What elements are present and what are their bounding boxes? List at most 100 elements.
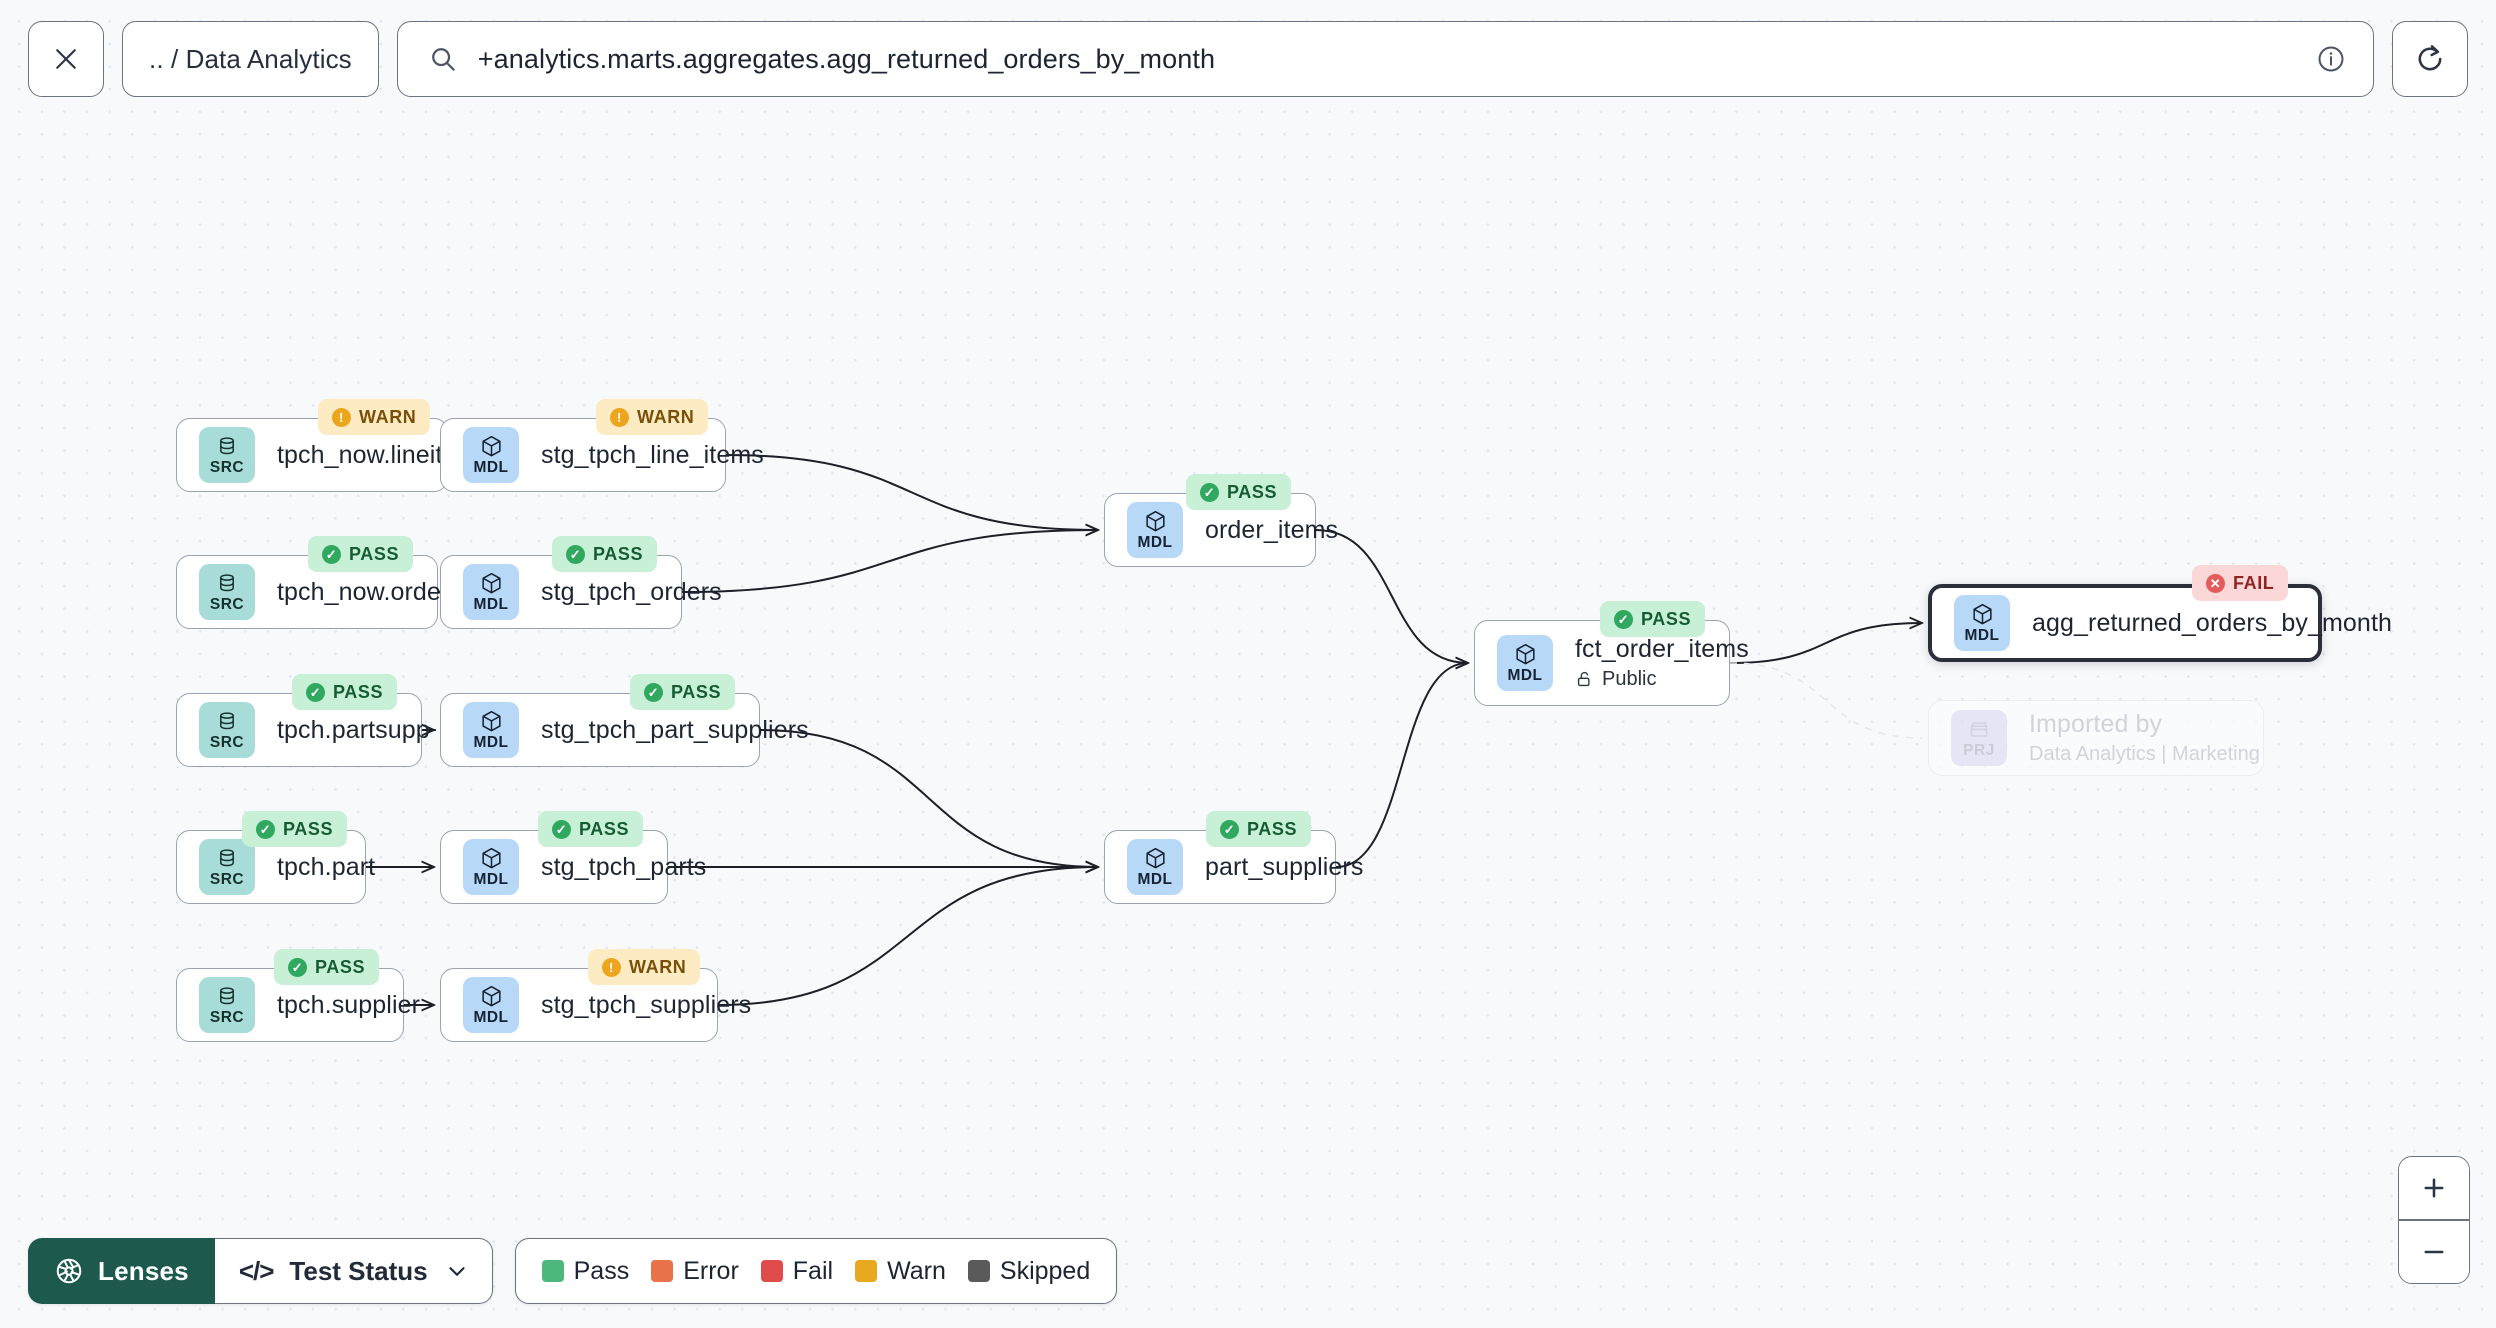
status-badge-tpch_partsupp: ✓PASS xyxy=(292,674,398,710)
node-title: tpch_now.lineitem xyxy=(277,440,478,469)
info-icon[interactable] xyxy=(2315,43,2347,75)
status-badge-label: WARN xyxy=(629,956,687,977)
node-type-label: MDL xyxy=(473,734,509,752)
status-badge-stg_tpch_line_items: !WARN xyxy=(596,399,709,435)
node-title: Imported by xyxy=(2029,710,2163,738)
status-dot-icon: ✓ xyxy=(322,544,341,564)
node-text: stg_tpch_suppliers xyxy=(541,991,751,1020)
cube-icon xyxy=(1145,511,1165,532)
status-dot-icon: ✓ xyxy=(1614,609,1633,629)
unlock-icon xyxy=(1577,671,1590,687)
lenses-label: Lenses xyxy=(98,1255,189,1286)
lens-select[interactable]: </> Test Status xyxy=(214,1238,493,1304)
node-text: part_suppliers xyxy=(1205,853,1363,882)
node-type-chip: MDL xyxy=(463,702,519,758)
cube-icon xyxy=(1145,848,1165,869)
edge-fct_order_items-to-agg_returned_orders_by_month xyxy=(1729,623,1922,664)
close-icon xyxy=(56,49,76,69)
node-text: stg_tpch_parts xyxy=(541,852,707,882)
legend-item-pass[interactable]: Pass xyxy=(541,1257,629,1286)
node-title: tpch.part xyxy=(277,852,376,881)
node-text: order_items xyxy=(1205,515,1339,545)
status-badge-tpch_part: ✓ PASS xyxy=(242,811,348,847)
node-title: stg_tpch_parts xyxy=(541,852,707,881)
node-type-label: MDL xyxy=(473,871,509,889)
status-badge-fct_order_items: ✓ PASS xyxy=(1600,601,1706,637)
edge-stg_tpch_line_items-to-order_items xyxy=(725,454,1098,530)
legend-item-skipped[interactable]: Skipped xyxy=(967,1256,1091,1286)
zoom-out-button[interactable] xyxy=(2399,1221,2469,1283)
status-badge-tpch_supplier: ✓PASS xyxy=(274,949,380,985)
status-dot-icon: ! xyxy=(332,407,351,427)
legend-label: Skipped xyxy=(999,1256,1091,1285)
node-type-chip: SRC xyxy=(199,702,255,758)
database-icon xyxy=(220,437,234,455)
status-badge-agg_returned_orders_by_month: ✕FAIL xyxy=(2192,565,2289,601)
node-type-label: SRC xyxy=(209,870,245,888)
search-bar[interactable]: +analytics.marts.aggregates.agg_returned… xyxy=(396,21,2374,97)
database-icon xyxy=(220,712,234,730)
status-dot-icon: ! xyxy=(610,407,629,427)
lenses-button[interactable]: Lenses xyxy=(28,1238,215,1304)
cube-icon xyxy=(1515,644,1535,665)
zoom-controls xyxy=(2398,1156,2470,1284)
plus-icon xyxy=(2424,1178,2444,1198)
status-badge-label: WARN xyxy=(359,406,417,427)
status-badge-tpch_now_lineitem: ! WARN xyxy=(318,399,431,435)
status-dot-icon: ✓ xyxy=(256,819,275,839)
status-badge-stg_tpch_part_suppliers: ✓PASS xyxy=(630,674,736,710)
node-type-chip: MDL xyxy=(463,839,519,895)
node-title: order_items xyxy=(1205,515,1339,544)
node-text: stg_tpch_part_suppliers xyxy=(541,715,809,745)
status-badge-stg_tpch_parts: ✓PASS xyxy=(538,811,644,847)
node-type-label: MDL xyxy=(1137,534,1173,552)
lenses-group: Lenses </> Test Status xyxy=(28,1238,493,1304)
node-type-label: MDL xyxy=(1507,667,1543,685)
node-type-chip: MDL xyxy=(1127,839,1183,895)
node-text: tpch_now.lineitem xyxy=(277,440,478,470)
legend-item-error[interactable]: Error xyxy=(651,1257,739,1286)
breadcrumb-label: .. / Data Analytics xyxy=(149,43,352,74)
breadcrumb[interactable]: .. / Data Analytics xyxy=(122,21,379,97)
node-type-label: MDL xyxy=(473,459,509,477)
node-title: agg_returned_orders_by_month xyxy=(2032,608,2392,637)
legend-swatch xyxy=(651,1260,674,1282)
database-icon xyxy=(220,574,234,592)
graph-node-stg_tpch_part_suppliers[interactable]: MDL stg_tpch_part_suppliers xyxy=(440,693,809,767)
node-type-chip: SRC xyxy=(199,839,255,895)
refresh-button[interactable] xyxy=(2392,21,2468,97)
legend-swatch xyxy=(967,1260,990,1282)
status-badge-label: PASS xyxy=(349,543,400,564)
database-icon xyxy=(220,849,234,867)
status-dot-icon: ✓ xyxy=(552,819,571,839)
legend-item-warn[interactable]: Warn xyxy=(855,1257,946,1286)
legend-label: Fail xyxy=(792,1256,834,1285)
status-badge-label: PASS xyxy=(283,818,334,839)
chevron-down-icon xyxy=(449,1267,465,1276)
status-dot-icon: ✓ xyxy=(566,544,585,564)
refresh-icon xyxy=(2418,45,2442,71)
edge-stg_tpch_part_suppliers-to-part_suppliers xyxy=(759,729,1098,867)
node-title: tpch.partsupp xyxy=(277,715,430,744)
cube-icon xyxy=(481,986,501,1007)
status-badge-label: PASS xyxy=(1641,608,1692,629)
node-text: agg_returned_orders_by_month xyxy=(2032,608,2392,638)
node-type-label: SRC xyxy=(209,595,245,613)
legend-item-fail[interactable]: Fail xyxy=(760,1256,834,1286)
search-input[interactable]: +analytics.marts.aggregates.agg_returned… xyxy=(477,43,1216,74)
node-type-chip: MDL xyxy=(463,977,519,1033)
zoom-in-button[interactable] xyxy=(2399,1157,2469,1220)
close-button[interactable] xyxy=(28,21,104,97)
node-title: stg_tpch_part_suppliers xyxy=(541,715,809,744)
status-legend: Pass Error Fail Warn Skipped xyxy=(514,1238,1118,1304)
aperture-icon xyxy=(56,1258,82,1284)
node-text: fct_order_items Public xyxy=(1575,635,1749,691)
status-dot-icon: ✓ xyxy=(644,682,663,702)
node-type-label: SRC xyxy=(209,1008,245,1026)
node-type-chip: MDL xyxy=(1954,595,2010,651)
cube-icon xyxy=(481,436,501,457)
node-type-chip: PRJ xyxy=(1951,710,2007,766)
status-dot-icon: ✓ xyxy=(288,957,307,977)
